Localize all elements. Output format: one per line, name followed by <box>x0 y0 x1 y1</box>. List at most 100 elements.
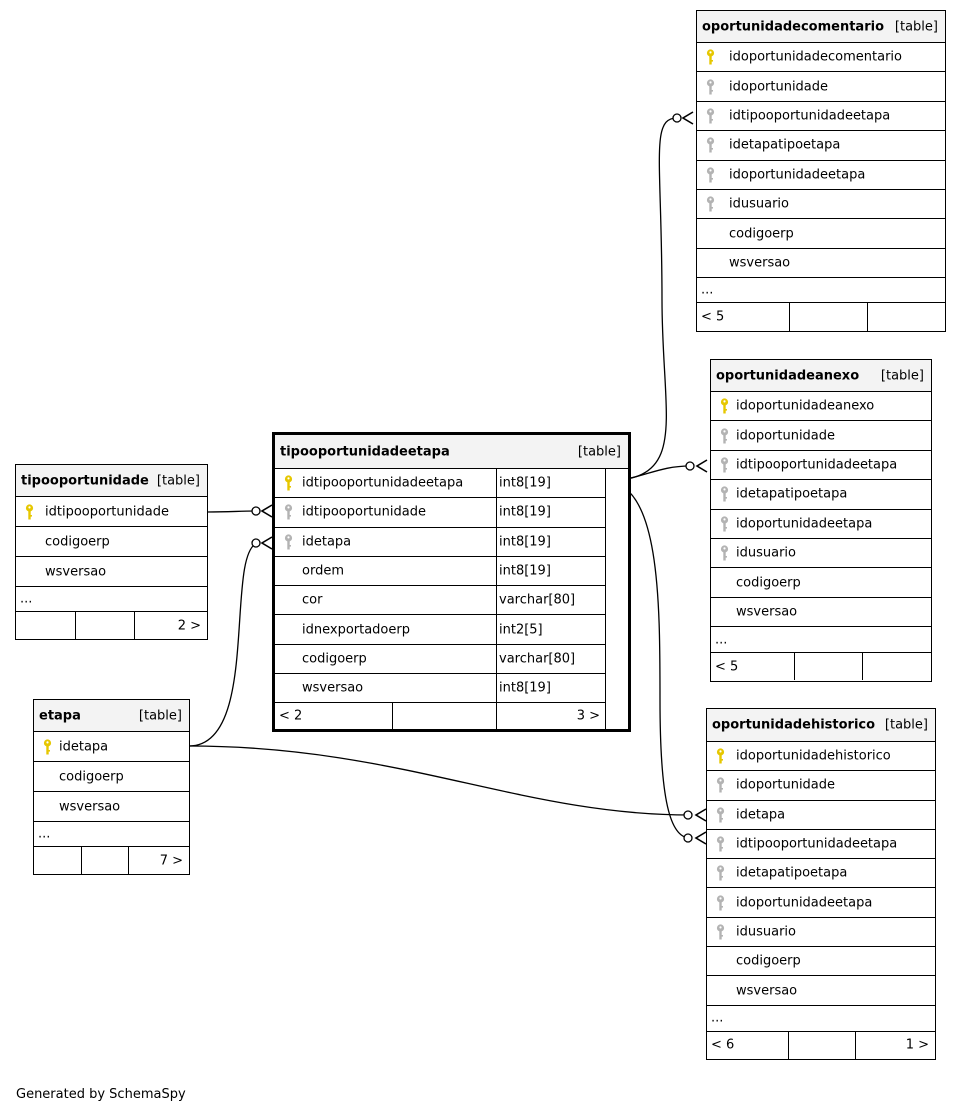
edge-tipooportunidade-to-tipooportunidadeetapa <box>206 510 258 513</box>
foreign-key-icon <box>716 836 725 852</box>
edge-marker-crowfoot <box>260 536 273 550</box>
foreign-key-icon <box>706 196 715 212</box>
column-row[interactable]: codigoerp <box>711 568 931 598</box>
foreign-key-icon <box>716 777 725 793</box>
children-count[interactable]: 7 > <box>159 853 183 868</box>
column-row[interactable]: idtipooportunidadeetapa <box>707 830 935 860</box>
foreign-key-icon <box>720 486 729 502</box>
column-row[interactable]: wsversao <box>711 598 931 628</box>
foreign-key-icon <box>284 504 293 520</box>
column-row[interactable]: codigoerp <box>697 219 945 249</box>
column-row[interactable]: idetapatipoetapa <box>697 131 945 161</box>
column-row[interactable]: idusuario <box>711 539 931 569</box>
column-row[interactable]: wsversao <box>16 557 207 587</box>
more-columns-ellipsis: ... <box>16 587 207 612</box>
column-row[interactable]: idoportunidadeanexo <box>711 392 931 422</box>
table-tipooportunidadeetapa[interactable]: tipooportunidadeetapa [table] idtipoopor… <box>272 432 631 732</box>
column-row[interactable]: idoportunidadecomentario <box>697 43 945 73</box>
column-row[interactable]: wsversao int8[19] <box>275 674 605 704</box>
column-row[interactable]: codigoerp <box>34 762 189 792</box>
column-name: wsversao <box>59 799 121 814</box>
column-name: idoportunidadeanexo <box>736 398 875 414</box>
children-count[interactable]: 1 > <box>905 1037 929 1053</box>
column-row[interactable]: idtipooportunidade int8[19] <box>275 498 605 528</box>
column-row[interactable]: idoportunidadeetapa <box>707 888 935 918</box>
column-row[interactable]: idtipooportunidadeetapa int8[19] <box>275 469 605 499</box>
column-row[interactable]: idetapatipoetapa <box>707 859 935 889</box>
column-name: codigoerp <box>736 953 801 969</box>
column-row[interactable]: idetapa <box>34 732 189 762</box>
table-type-label: [table] <box>880 368 924 383</box>
column-row[interactable]: idtipooportunidade <box>16 497 207 527</box>
column-row[interactable]: idetapatipoetapa <box>711 480 931 510</box>
children-count[interactable]: 3 > <box>576 708 600 724</box>
column-row[interactable]: idetapa <box>707 801 935 830</box>
column-name: idetapatipoetapa <box>736 486 848 502</box>
column-row[interactable]: idoportunidade <box>707 771 935 801</box>
edge-marker-circle <box>251 538 261 548</box>
column-type: int8[19] <box>499 534 551 550</box>
column-row[interactable]: idoportunidade <box>711 421 931 451</box>
edge-marker-circle <box>251 506 261 516</box>
parents-count[interactable]: < 5 <box>701 309 725 325</box>
column-name: wsversao <box>302 680 364 696</box>
column-row[interactable]: wsversao <box>697 249 945 279</box>
primary-key-icon <box>284 475 293 491</box>
foreign-key-icon <box>720 427 729 444</box>
column-name: idoportunidade <box>736 777 836 793</box>
foreign-key-icon <box>706 167 715 183</box>
table-header: oportunidadecomentario [table] <box>697 11 945 43</box>
parents-count[interactable]: < 2 <box>279 708 303 724</box>
column-row[interactable]: ordem int8[19] <box>275 556 605 587</box>
table-header: oportunidadeanexo [table] <box>711 360 931 392</box>
table-oportunidadecomentario[interactable]: oportunidadecomentario [table] idoportun… <box>696 10 946 332</box>
column-row[interactable]: idoportunidadehistorico <box>707 742 935 772</box>
column-name: idtipooportunidadeetapa <box>736 836 898 852</box>
column-row[interactable]: idoportunidadeetapa <box>711 510 931 539</box>
table-footer: 7 > <box>34 847 189 874</box>
column-name: wsversao <box>45 564 107 579</box>
foreign-key-icon <box>716 924 725 940</box>
column-name: codigoerp <box>729 226 794 242</box>
table-oportunidadeanexo[interactable]: oportunidadeanexo [table] idoportunidade… <box>710 359 932 682</box>
column-name: codigoerp <box>302 651 367 667</box>
column-name: idoportunidade <box>736 428 836 444</box>
column-row[interactable]: idtipooportunidadeetapa <box>711 451 931 481</box>
column-row[interactable]: wsversao <box>34 792 189 822</box>
column-name: ordem <box>302 563 344 579</box>
parents-count[interactable]: < 5 <box>715 659 739 675</box>
column-row[interactable]: wsversao <box>707 976 935 1006</box>
column-row[interactable]: idtipooportunidadeetapa <box>697 102 945 132</box>
children-count[interactable]: 2 > <box>177 618 201 633</box>
column-row[interactable]: idetapa int8[19] <box>275 527 605 557</box>
edge-marker-crowfoot <box>694 831 707 845</box>
column-row[interactable]: idusuario <box>697 190 945 220</box>
column-type: int8[19] <box>499 504 551 520</box>
column-name: idetapatipoetapa <box>736 865 848 881</box>
table-etapa[interactable]: etapa [table] idetapa codigoerp wsversao… <box>33 699 190 875</box>
parents-count[interactable]: < 6 <box>711 1037 735 1053</box>
table-tipooportunidade[interactable]: tipooportunidade [table] idtipooportunid… <box>15 464 208 640</box>
column-name: idtipooportunidade <box>302 504 426 520</box>
column-name: idetapatipoetapa <box>729 137 841 153</box>
primary-key-icon <box>720 398 729 414</box>
foreign-key-icon <box>706 108 715 124</box>
column-row[interactable]: codigoerp <box>16 527 207 557</box>
column-row[interactable]: idoportunidadeetapa <box>697 161 945 190</box>
foreign-key-icon <box>720 516 729 532</box>
table-name: oportunidadeanexo <box>716 368 860 383</box>
table-name: oportunidadehistorico <box>712 717 876 733</box>
table-oportunidadehistorico[interactable]: oportunidadehistorico [table] idoportuni… <box>706 708 936 1060</box>
column-row[interactable]: idoportunidade <box>697 72 945 102</box>
column-row[interactable]: codigoerp <box>707 947 935 977</box>
primary-key-icon <box>706 49 715 65</box>
column-row[interactable]: idnexportadoerp int2[5] <box>275 615 605 645</box>
table-type-label: [table] <box>894 19 938 34</box>
edge-marker-crowfoot <box>681 111 694 125</box>
column-row[interactable]: cor varchar[80] <box>275 586 605 616</box>
column-row[interactable]: idusuario <box>707 918 935 948</box>
foreign-key-icon <box>716 807 725 823</box>
column-name: codigoerp <box>59 769 124 784</box>
column-type: int2[5] <box>499 622 543 638</box>
column-row[interactable]: codigoerp varchar[80] <box>275 644 605 675</box>
